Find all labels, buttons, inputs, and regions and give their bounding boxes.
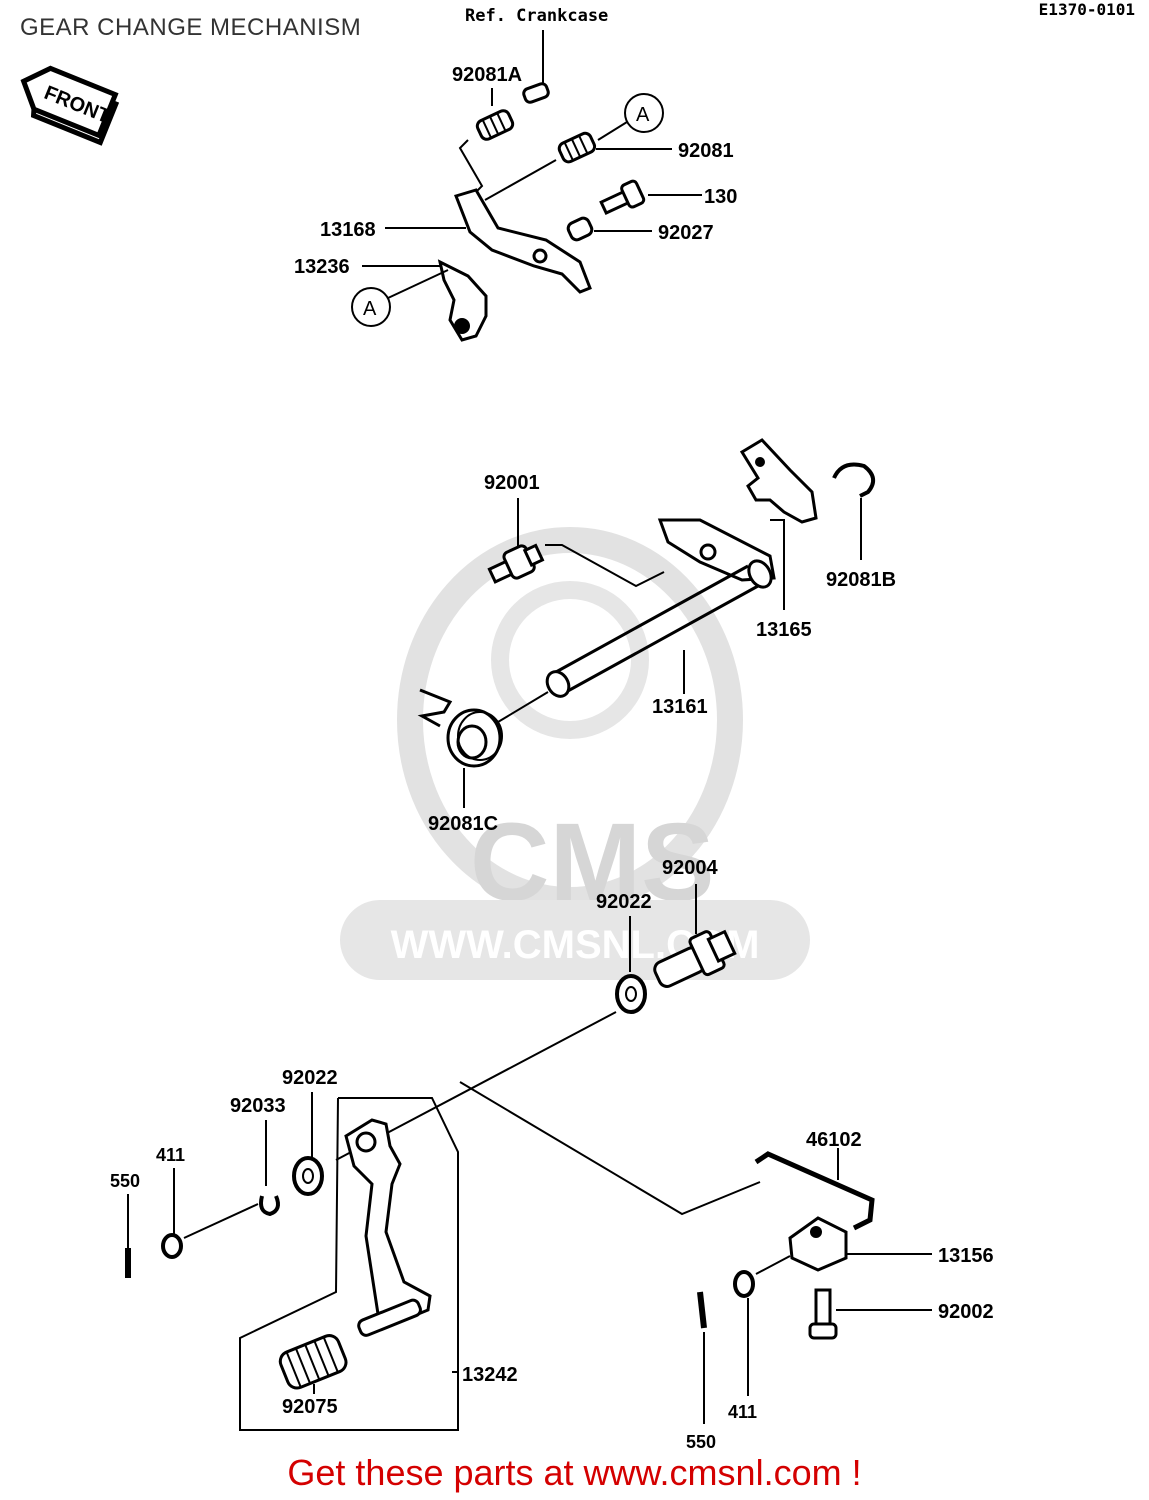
joint-13156 <box>788 1216 848 1272</box>
part-label-92002: 92002 <box>938 1301 994 1323</box>
watermark: CMS WWW.CMSNL.COM <box>340 527 810 980</box>
clip-92081B <box>832 462 876 498</box>
part-label-13242: 13242 <box>462 1364 518 1386</box>
part-label-13168: 13168 <box>320 219 376 241</box>
part-label-13161: 13161 <box>652 696 708 718</box>
part-label-92081A: 92081A <box>452 64 522 86</box>
shaft-13161 <box>545 518 776 698</box>
ref-crankcase-label: Ref. Crankcase <box>465 6 608 26</box>
spring-92081 <box>557 131 597 164</box>
callout-a-top: A <box>636 104 650 126</box>
crankcase-bolt <box>522 82 550 104</box>
part-label-92081C: 92081C <box>428 813 498 835</box>
part-label-130: 130 <box>704 186 737 208</box>
rod-46102 <box>754 1151 875 1231</box>
bolt-92002 <box>808 1288 838 1340</box>
part-label-13165: 13165 <box>756 619 812 641</box>
part-label-92004: 92004 <box>662 857 718 879</box>
pivot-bolt-92004 <box>653 929 737 988</box>
part-label-92075: 92075 <box>282 1396 338 1418</box>
part-label-92001: 92001 <box>484 472 540 494</box>
part-label-550-left: 550 <box>110 1171 140 1191</box>
part-label-92022-upper: 92022 <box>596 891 652 913</box>
spring-92081C <box>417 688 503 768</box>
front-arrow-icon: FRONT <box>20 65 120 146</box>
page-title: GEAR CHANGE MECHANISM <box>20 14 362 41</box>
diagram-code: E1370-0101 <box>1038 0 1135 19</box>
part-label-92081B: 92081B <box>826 569 896 591</box>
part-label-92033: 92033 <box>230 1095 286 1117</box>
part-label-13156: 13156 <box>938 1245 994 1267</box>
plate-13236 <box>437 259 488 342</box>
washer-92022-lower <box>292 1156 324 1196</box>
spring-92081A <box>475 109 515 141</box>
part-label-411-left: 411 <box>156 1145 185 1165</box>
part-label-92022-lower: 92022 <box>282 1067 338 1089</box>
nut-411-left <box>161 1233 183 1259</box>
part-label-92027: 92027 <box>658 222 714 244</box>
part-label-92081: 92081 <box>678 140 734 162</box>
pedal-footpeg-shaft <box>357 1298 422 1337</box>
footer-promo: Get these parts at www.cmsnl.com ! <box>287 1452 862 1493</box>
nut-411-right <box>733 1270 755 1298</box>
part-label-550-right: 550 <box>686 1432 716 1452</box>
part-label-411-right: 411 <box>728 1402 757 1422</box>
washer-92022-upper <box>615 974 647 1014</box>
pedal-lever-13242 <box>344 1118 432 1326</box>
bolt-130 <box>599 179 646 216</box>
rubber-92075 <box>278 1334 348 1390</box>
plate-13165 <box>739 438 818 524</box>
callout-a-bottom: A <box>363 298 377 320</box>
bolt-92001 <box>487 543 545 584</box>
circlip-92033 <box>259 1195 280 1217</box>
part-label-46102: 46102 <box>806 1129 862 1151</box>
arm-13168 <box>454 188 592 294</box>
pin-550-right <box>697 1291 707 1329</box>
collar-92027 <box>566 216 594 242</box>
part-label-13236: 13236 <box>294 256 350 278</box>
